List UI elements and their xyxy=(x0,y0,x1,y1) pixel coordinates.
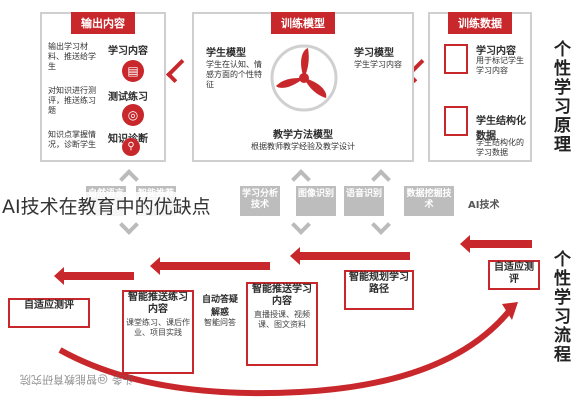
book-icon: ▤ xyxy=(122,60,144,82)
training-data-title: 训练数据 xyxy=(448,12,512,34)
training-model-panel: 训练模型 学生模型 学生在认知、情感方面的个性特征 学习模型 学生学习内容 教学… xyxy=(192,12,414,162)
training-data-row1-desc: 用于标记学生学习内容 xyxy=(476,56,524,75)
model-right-label: 学习模型 xyxy=(354,48,394,59)
flow-step-5: 智能推送练习内容 课堂练习、课后作业、项目实践 xyxy=(122,290,194,374)
output-item-1-desc: 输出学习材料、推送给学生 xyxy=(48,42,96,71)
ai-tech-label: AI技术 xyxy=(468,200,500,211)
caption-text: AI技术在教育中的优缺点 xyxy=(0,192,213,219)
flow-arrow-mid2 xyxy=(150,257,270,275)
output-item-3-desc: 知识点掌握情况，诊断学生 xyxy=(48,130,96,149)
training-model-title: 训练模型 xyxy=(271,12,335,34)
flow-step-3-desc: 直播授课、视频课、图文资料 xyxy=(254,310,310,329)
watermark: 头条 @智能教育研究院 xyxy=(20,373,134,386)
flow-step-5-desc: 课堂练习、课后作业、项目实践 xyxy=(126,318,190,337)
model-bottom-label: 教学方法模型 xyxy=(273,130,333,141)
flow-step-3: 智能推送学习内容 直播授课、视频课、图文资料 xyxy=(246,282,318,366)
flow-step-6: 自适应测评 xyxy=(8,298,90,328)
ai-box-6: 数据挖掘技术 xyxy=(404,186,454,216)
model-left-desc: 学生在认知、情感方面的个性特征 xyxy=(206,60,262,89)
output-item-2-label: 测试练习 xyxy=(108,92,148,103)
flow-step-2-title: 智能规划学习路径 xyxy=(349,272,409,295)
ai-box-4: 图像识别 xyxy=(296,186,336,216)
model-bottom-desc: 根据教师教学经验及教学设计 xyxy=(251,142,355,151)
output-title: 输出内容 xyxy=(71,12,135,34)
training-data-row2-label: 学生结构化数据 xyxy=(476,116,526,142)
chart-icon xyxy=(444,106,468,136)
flow-arrow-left xyxy=(54,267,134,285)
model-right-desc: 学生学习内容 xyxy=(354,60,402,69)
side-label-top: 个性学习原理 xyxy=(550,40,570,154)
side-label-bottom: 个性学习流程 xyxy=(550,250,570,364)
ai-box-3: 学习分析技术 xyxy=(240,186,280,216)
output-panel: 输出内容 输出学习材料、推送给学生 学习内容 ▤ 对知识进行测评，推送练习题 测… xyxy=(40,12,166,162)
training-data-panel: 训练数据 学习内容 用于标记学生学习内容 学生结构化数据 学生结构化的学习数据 xyxy=(428,12,532,162)
flow-step-4-desc: 智能问答 xyxy=(204,318,236,327)
flow-step-3-title: 智能推送学习内容 xyxy=(252,284,312,307)
output-item-2-desc: 对知识进行测评，推送练习题 xyxy=(48,86,96,115)
flow-arrow-mid1 xyxy=(290,247,410,265)
flow-step-2: 智能规划学习路径 xyxy=(344,270,414,310)
flow-step-5-title: 智能推送练习内容 xyxy=(128,292,188,315)
flow-step-4: 自动答疑解惑 智能问答 xyxy=(198,292,242,342)
ai-box-5: 语音识别 xyxy=(344,186,384,216)
chevron-down-icon-2 xyxy=(291,215,311,235)
flow-arrow-top xyxy=(460,235,532,253)
flow-step-6-title: 自适应测评 xyxy=(24,300,74,311)
chevron-left-icon-2 xyxy=(165,58,191,84)
chevron-down-icon-3 xyxy=(371,215,391,235)
search-icon: ⚲ xyxy=(122,138,140,156)
training-data-row1-label: 学习内容 xyxy=(476,46,516,57)
flow-step-4-title: 自动答疑解惑 xyxy=(201,295,238,318)
flow-step-1: 自适应测评 xyxy=(488,260,540,290)
training-data-row2-desc: 学生结构化的学习数据 xyxy=(476,138,524,157)
output-item-1-label: 学习内容 xyxy=(108,46,148,57)
flow-step-1-title: 自适应测评 xyxy=(494,262,534,285)
doc-icon xyxy=(444,44,468,74)
model-left-label: 学生模型 xyxy=(206,48,246,59)
propeller-icon xyxy=(270,44,338,112)
target-icon: ◎ xyxy=(122,104,144,126)
return-curve-arrow xyxy=(58,302,518,397)
